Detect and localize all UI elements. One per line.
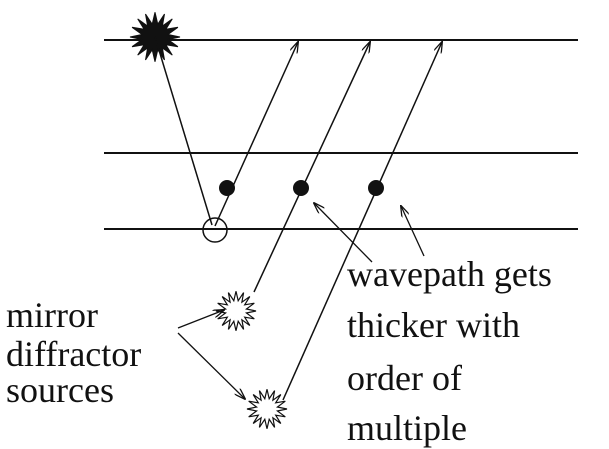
right-caption-line-1: wavepath gets [347, 254, 552, 294]
annotation-arrow [177, 332, 245, 399]
right-caption-line-2: thicker with [347, 305, 520, 345]
annotation-arrow [401, 206, 425, 257]
right-caption-line-3: order of [347, 358, 462, 398]
mirror-source-starburst-icon [246, 389, 288, 429]
annotation-arrow [314, 203, 373, 263]
left-caption-line-1: mirror [6, 295, 98, 335]
second-order-multiple-ray [282, 42, 442, 401]
left-caption-line-2: diffractor [6, 334, 142, 374]
first-order-multiple-ray [253, 42, 370, 293]
reflection-point-circle-icon [202, 217, 228, 243]
diffractor-dot-icon [219, 180, 235, 196]
left-caption-line-3: sources [6, 370, 114, 410]
diffractor-dot-icon [293, 180, 309, 196]
right-caption-line-4: multiple [347, 408, 467, 448]
diffractor-dot-icon [368, 180, 384, 196]
annotation-arrow [177, 310, 224, 329]
downgoing-ray [154, 36, 213, 226]
primary-upgoing-ray [214, 42, 298, 227]
